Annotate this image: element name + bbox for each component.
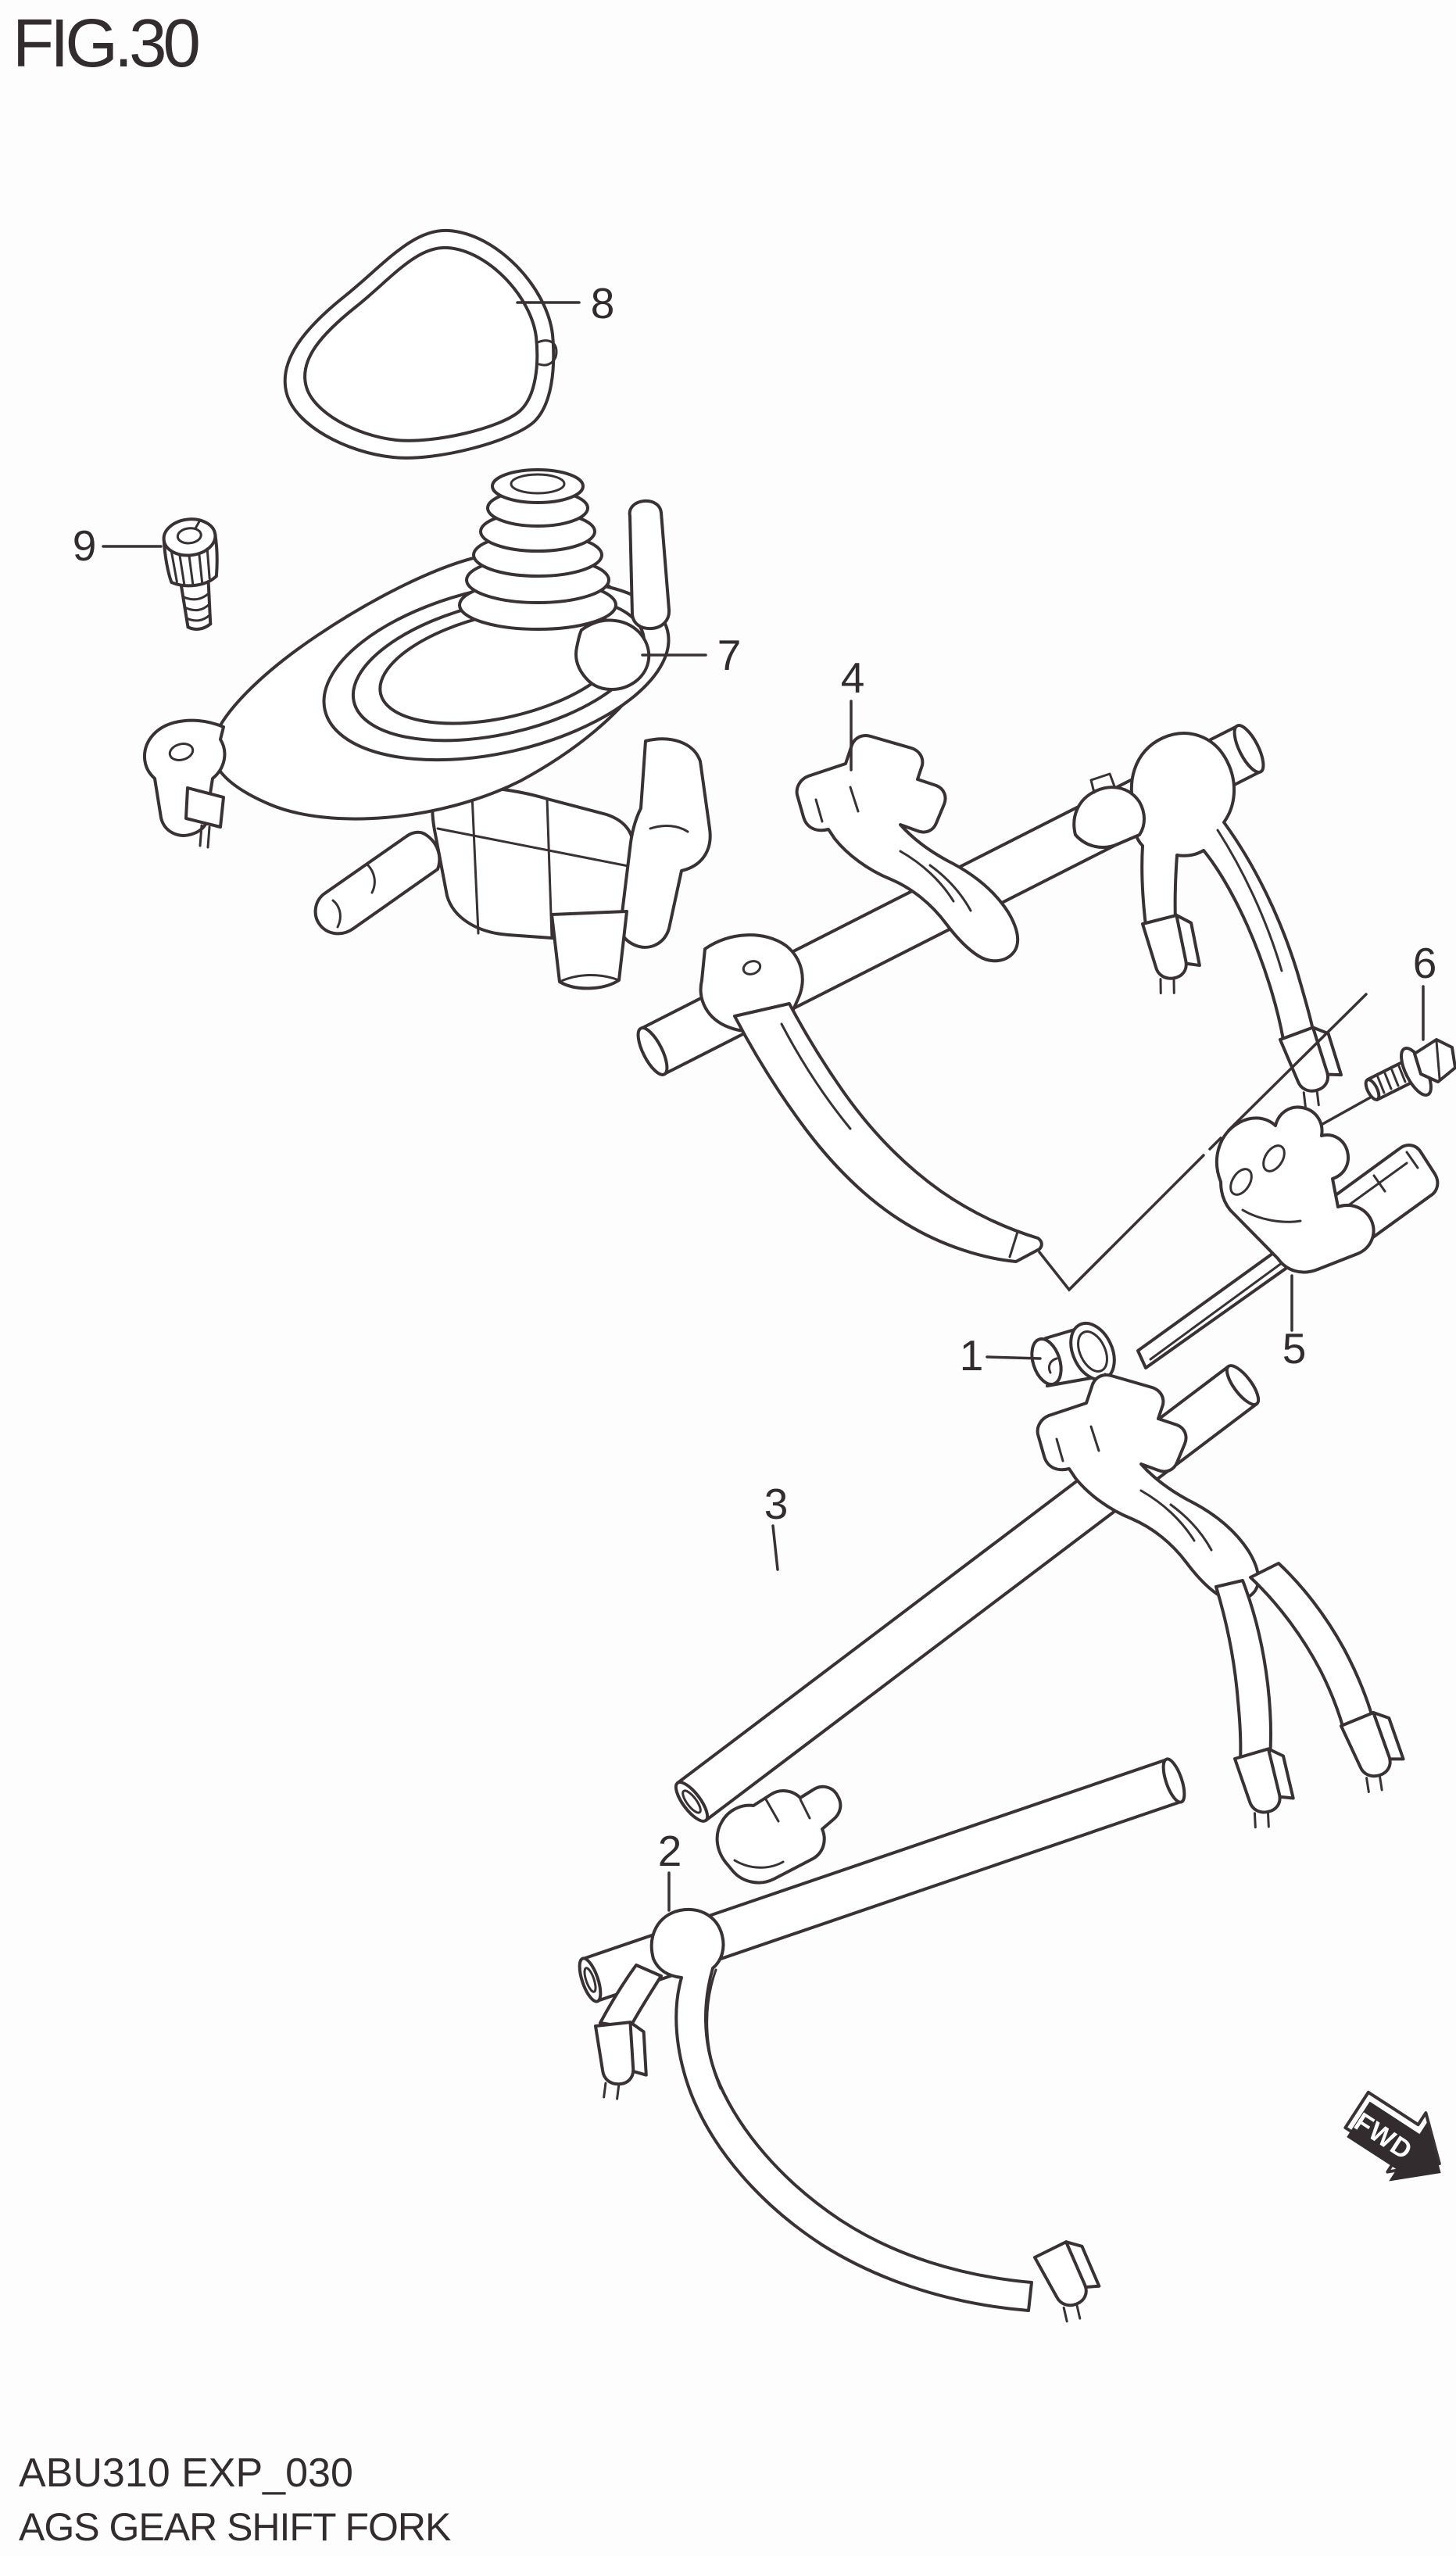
fwd-direction-arrow: FWD — [1343, 2090, 1441, 2182]
part-4-shift-shaft-fork — [636, 724, 1347, 1263]
fwd-arrow-body — [1347, 2101, 1441, 2182]
drawing-code: ABU310 EXP_030 — [19, 2450, 353, 2496]
drawing-footer: ABU310 EXP_030 AGS GEAR SHIFT FORK — [19, 2450, 451, 2550]
figure-title: FIG.30 — [13, 5, 201, 81]
callout-label-6: 6 — [1413, 939, 1437, 987]
callout-labels: 1 2 3 4 5 6 7 8 9 — [73, 279, 1437, 1875]
part-9-socket-bolt — [162, 517, 219, 631]
part-5-shift-lever-bracket — [1136, 1105, 1440, 1369]
callout-label-1: 1 — [960, 1331, 984, 1380]
callout-label-7: 7 — [717, 631, 742, 679]
part-7-shift-control-assembly — [142, 468, 712, 990]
callout-label-3: 3 — [764, 1480, 789, 1528]
part-2-fork-shaft — [578, 1757, 1186, 2328]
leader-3 — [771, 1524, 779, 1571]
part-8-gasket-ring — [283, 228, 558, 460]
callout-label-8: 8 — [591, 279, 615, 328]
leader-1 — [986, 1355, 1042, 1360]
callout-label-2: 2 — [658, 1827, 682, 1875]
drawing-caption: AGS GEAR SHIFT FORK — [19, 2505, 451, 2549]
callout-label-9: 9 — [73, 521, 97, 570]
callout-label-5: 5 — [1282, 1324, 1307, 1373]
part-1-bushing — [1030, 1321, 1116, 1387]
callout-leader-lines — [102, 301, 1425, 1912]
part-6-flange-bolt — [1364, 1038, 1456, 1101]
callout-label-4: 4 — [841, 653, 865, 702]
part-3-fork-shaft — [674, 1364, 1411, 1831]
